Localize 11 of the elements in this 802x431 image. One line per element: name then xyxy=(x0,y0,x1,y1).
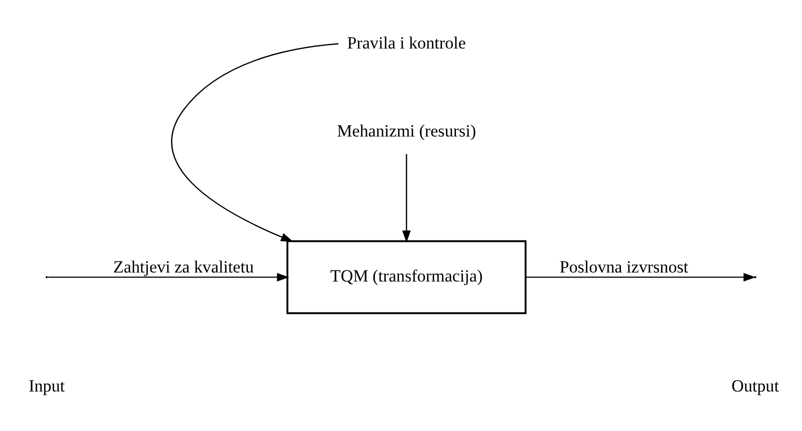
node-box: TQM (transformacija) xyxy=(286,240,526,314)
label: Input xyxy=(28,376,65,396)
arrow xyxy=(526,272,756,282)
label: Output xyxy=(732,376,779,396)
edge-label: Zahtjevi za kvalitetu xyxy=(113,258,254,277)
node-text: Pravila i kontrole xyxy=(347,33,466,52)
node-text: Mehanizmi (resursi) xyxy=(336,121,476,140)
edge-label: Poslovna izvrsnost xyxy=(560,258,688,277)
arrow xyxy=(48,272,290,282)
arrow xyxy=(172,43,338,242)
arrow xyxy=(402,154,411,243)
